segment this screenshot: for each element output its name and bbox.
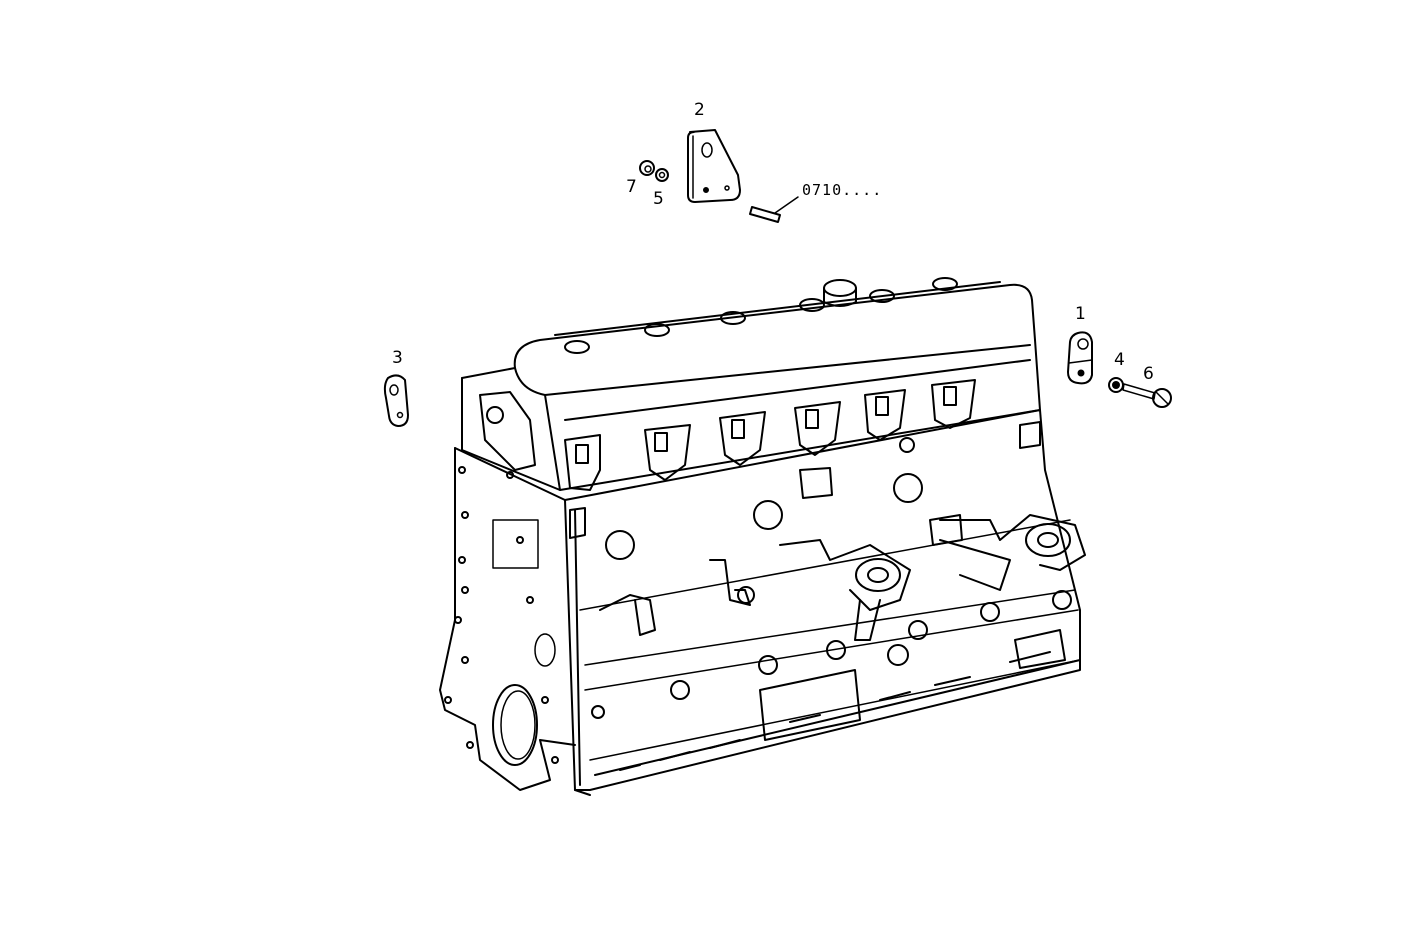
- callout-5: 5: [653, 189, 664, 209]
- part-7-nut: [639, 160, 655, 176]
- callout-6: 6: [1143, 364, 1154, 384]
- part-5-washer: [655, 168, 669, 182]
- callout-2: 2: [694, 100, 705, 120]
- callout-4: 4: [1114, 350, 1125, 370]
- stud-0710: [749, 196, 799, 223]
- part-2-bracket-plate: [687, 129, 741, 203]
- part-4-washer: [1108, 377, 1124, 393]
- reference-0710: 0710....: [802, 181, 883, 199]
- part-6-bolt: [1122, 383, 1172, 408]
- callout-7: 7: [626, 177, 637, 197]
- part-3-bracket: [383, 374, 409, 427]
- engine-block: [439, 277, 1086, 796]
- part-1-bracket: [1067, 331, 1093, 385]
- callout-3: 3: [392, 348, 403, 368]
- callout-1: 1: [1075, 304, 1086, 324]
